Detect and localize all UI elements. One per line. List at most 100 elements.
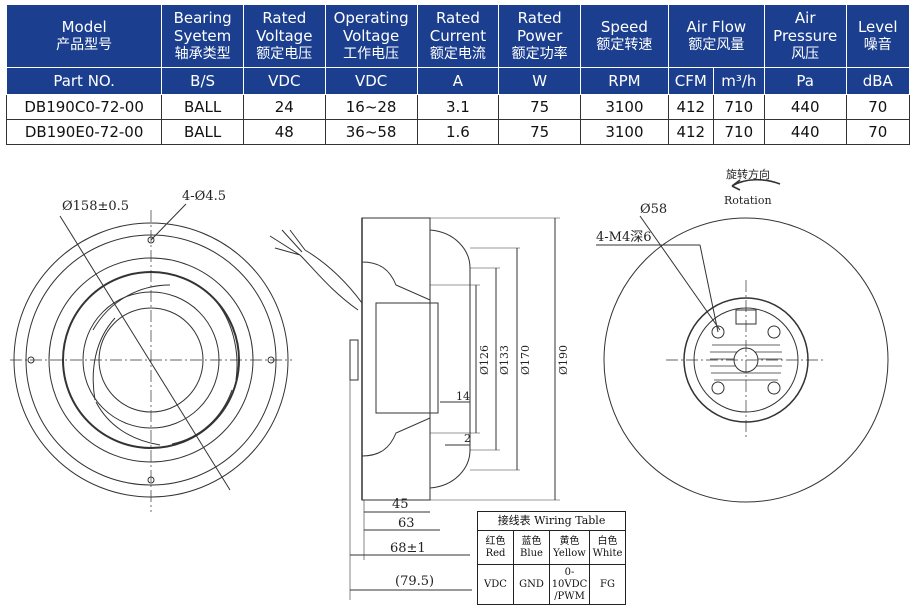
table-cell: 24 [242, 94, 326, 120]
side-d190: Ø190 [557, 345, 570, 375]
side-dim79: (79.5) [395, 574, 434, 589]
front-blade [92, 284, 171, 331]
side-dim14: 14 [456, 390, 470, 403]
table-cell: 3.1 [416, 94, 500, 120]
wire-function: VDC [477, 564, 514, 605]
front-blade [95, 401, 161, 446]
unit-cell: VDC [242, 67, 326, 95]
front-view: Ø158±0.5 4-Ø4.5 [10, 189, 292, 512]
unit-cell: RPM [579, 67, 669, 95]
table-cell: 412 [667, 94, 714, 120]
table-cell: 412 [667, 119, 714, 145]
side-dim68: 68±1 [390, 541, 426, 556]
table-cell: DB190C0-72-00 [5, 94, 163, 120]
table-cell: 710 [712, 119, 765, 145]
unit-cell: VDC [324, 67, 418, 95]
table-cell: 440 [763, 94, 847, 120]
rear-outer-ring [603, 217, 889, 503]
side-dim45: 45 [392, 497, 409, 512]
side-motor [375, 302, 439, 414]
side-blade-profile [429, 229, 471, 489]
table-cell: 1.6 [416, 119, 500, 145]
side-d170: Ø170 [519, 345, 532, 375]
rear-screw-hole [767, 381, 781, 395]
front-dia-label: Ø158±0.5 [62, 199, 129, 214]
rear-screw-hole [711, 325, 725, 339]
unit-cell: m³/h [712, 67, 765, 95]
rear-holes-leader [699, 244, 719, 333]
rear-screw-hole [767, 325, 781, 339]
table-cell: 3100 [579, 119, 669, 145]
table-cell: BALL [161, 94, 244, 120]
table-cell: 70 [845, 119, 911, 145]
wire-function: 0-10VDC /PWM [549, 564, 590, 605]
rear-holes-label: 4-M4深6 [596, 230, 652, 245]
side-connector [349, 339, 359, 381]
unit-cell: B/S [161, 67, 244, 95]
front-blade [171, 389, 233, 445]
side-cable [299, 254, 359, 311]
table-cell: 440 [763, 119, 847, 145]
table-cell: 75 [498, 94, 581, 120]
unit-cell: W [498, 67, 581, 95]
unit-cell: Part NO. [5, 67, 163, 95]
table-cell: DB190E0-72-00 [5, 119, 163, 145]
dia-leader [59, 215, 231, 491]
wire-function: GND [513, 564, 550, 605]
wiring-title: 接线表 Wiring Table [476, 511, 627, 531]
side-d133: Ø133 [498, 345, 511, 375]
units-row: Part NO. B/S VDC VDC A W RPM CFM m³/h Pa… [5, 67, 911, 95]
rotation-en-label: Rotation [724, 194, 772, 207]
side-wires [269, 229, 306, 256]
table-cell: 75 [498, 119, 581, 145]
side-shroud-bottom [361, 417, 431, 501]
table-cell: 16~28 [324, 94, 418, 120]
rear-screw-hole [711, 381, 725, 395]
rear-view: Ø58 4-M4深6 旋转方向 Rotation [596, 167, 889, 503]
technical-drawing: Ø158±0.5 4-Ø4.5 Ø126 Ø133 Ø170 Ø190 14 [10, 167, 889, 600]
table-cell: 48 [242, 119, 326, 145]
rear-d58-leader [639, 215, 721, 331]
table-cell: 36~58 [324, 119, 418, 145]
side-dim2: 2 [464, 432, 471, 445]
front-blade [92, 317, 116, 401]
side-view: Ø126 Ø133 Ø170 Ø190 14 2 45 63 68±1 (79.… [269, 217, 570, 600]
table-cell: 710 [712, 94, 765, 120]
side-dim63: 63 [398, 516, 415, 531]
table-cell: 70 [845, 94, 911, 120]
side-shroud-top [361, 217, 431, 301]
unit-cell: A [416, 67, 500, 95]
unit-cell: CFM [667, 67, 714, 95]
unit-cell: Pa [763, 67, 847, 95]
wire-function: FG [588, 564, 627, 605]
front-blade [214, 299, 238, 381]
table-cell: BALL [161, 119, 244, 145]
table-row: DB190E0-72-00 BALL 48 36~58 1.6 75 3100 … [5, 119, 911, 145]
rear-d58-label: Ø58 [640, 202, 667, 217]
table-cell: 3100 [579, 94, 669, 120]
holes-leader [150, 203, 187, 241]
rotation-arrow-icon [731, 178, 781, 191]
front-holes-label: 4-Ø4.5 [182, 189, 226, 204]
side-cable [304, 249, 363, 304]
unit-cell: dBA [845, 67, 911, 95]
table-row: DB190C0-72-00 BALL 24 16~28 3.1 75 3100 … [5, 94, 911, 120]
side-d126: Ø126 [478, 345, 491, 375]
